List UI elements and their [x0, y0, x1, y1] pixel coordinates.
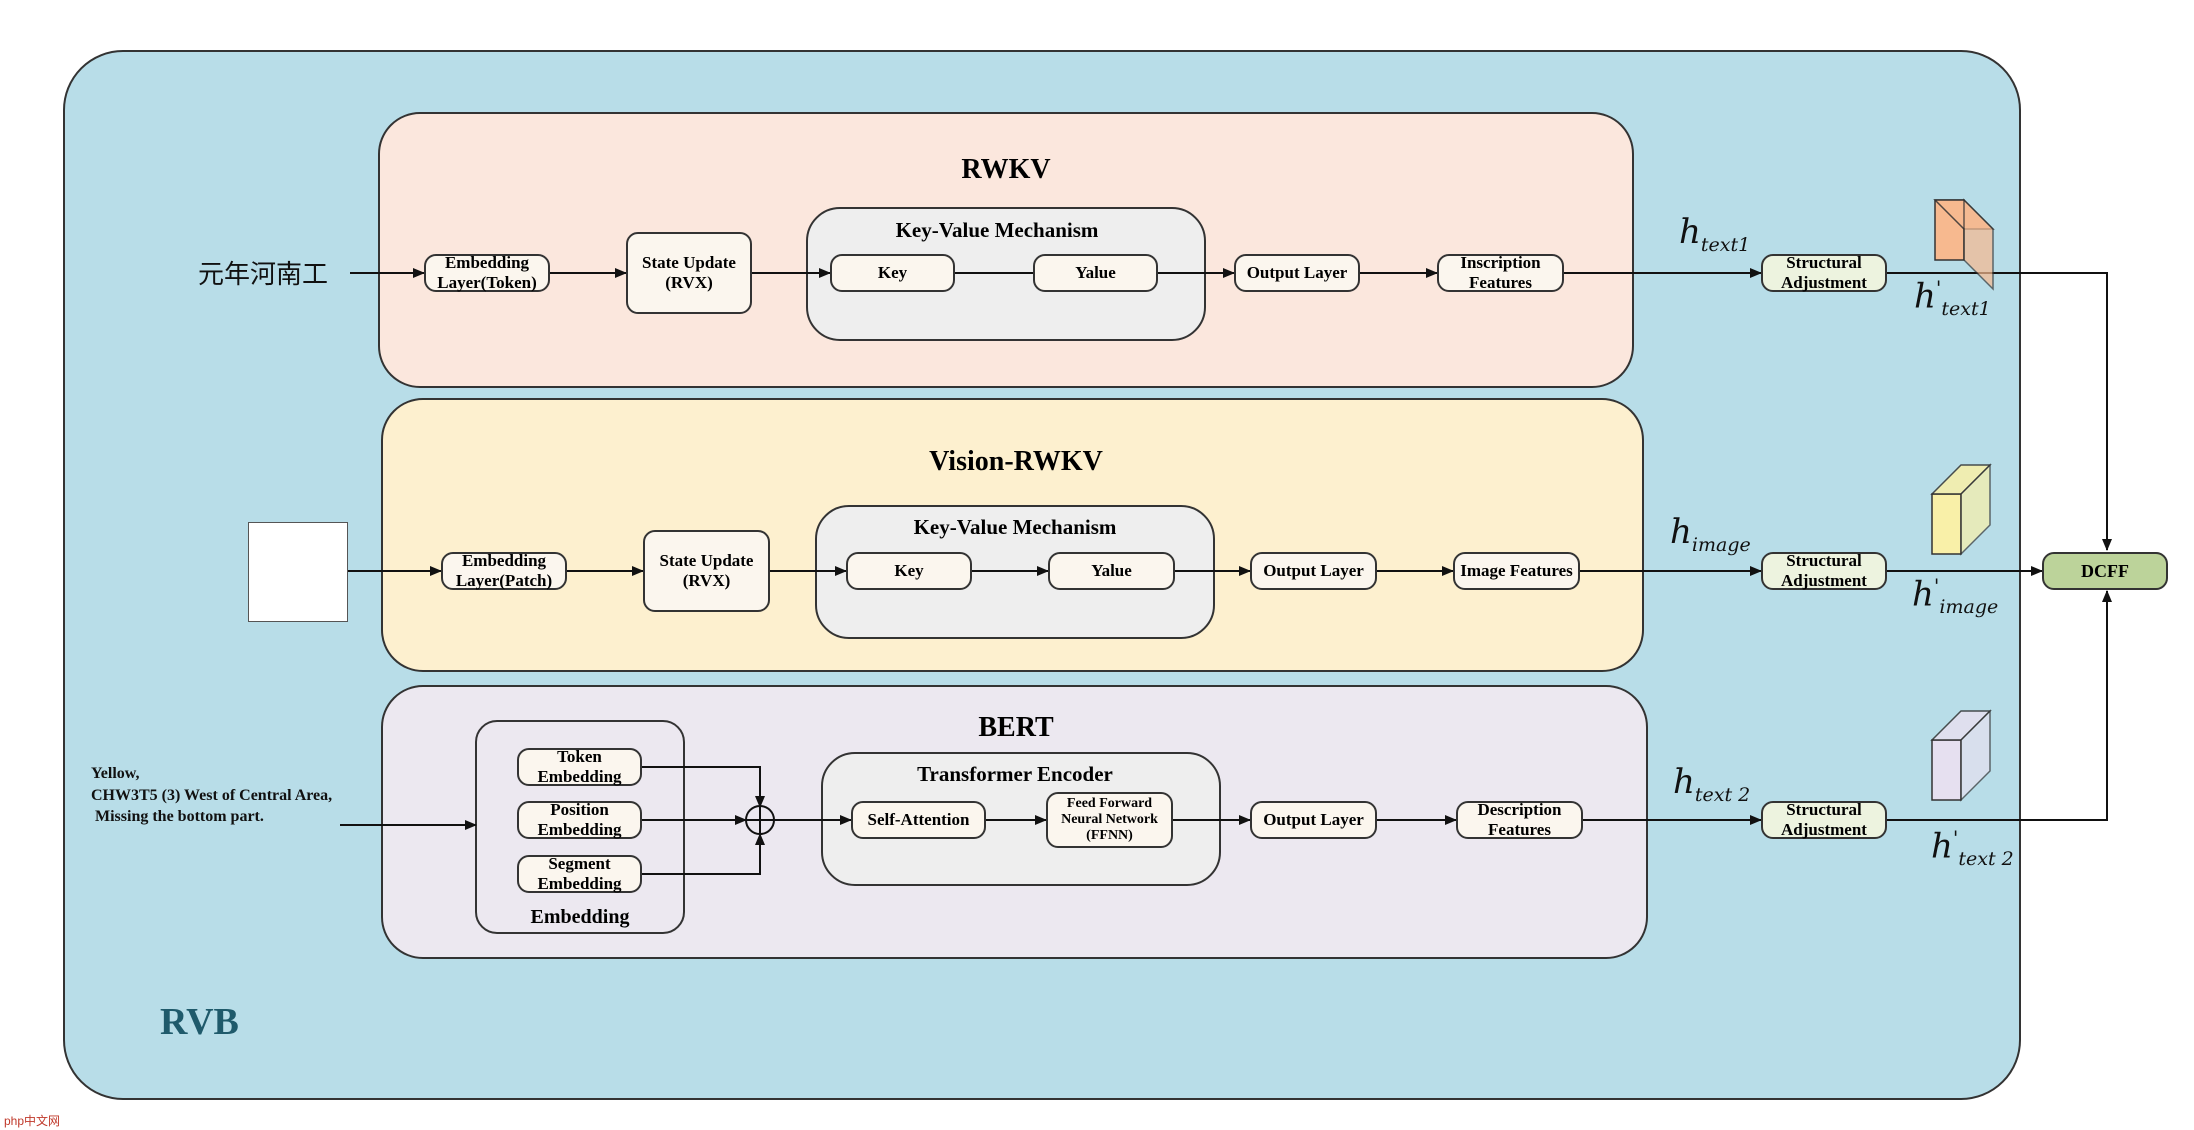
embedding-layer-patch: Embedding Layer(Patch)	[441, 551, 567, 590]
embedding-group-title: Embedding	[530, 906, 630, 928]
token-embedding: Token Embedding	[517, 747, 642, 786]
h-text1-label: htext1	[1679, 212, 1751, 256]
vision-rwkv-title: Vision-RWKV	[929, 446, 1103, 477]
cube-text1-icon	[1933, 198, 1995, 291]
dcff-fusion: DCFF	[2042, 552, 2168, 590]
rwkv-kv-title: Key-Value Mechanism	[895, 218, 1099, 242]
structural-adjustment-text1: Structural Adjustment	[1761, 253, 1887, 292]
transformer-encoder-title: Transformer Encoder	[917, 762, 1113, 786]
self-attention: Self-Attention	[851, 801, 986, 839]
h-prime-text2-label: h'text 2	[1931, 826, 2014, 871]
watermark: php中文网	[4, 1114, 61, 1128]
structural-adjustment-image: Structural Adjustment	[1761, 551, 1887, 590]
h-prime-text1-label: h'text1	[1914, 276, 1991, 321]
feed-forward-network: Feed Forward Neural Network (FFNN)	[1046, 792, 1173, 848]
image-features: Image Features	[1453, 552, 1580, 590]
inscription-input-text: 元年河南工	[198, 260, 329, 289]
structural-adjustment-text2: Structural Adjustment	[1761, 800, 1887, 839]
arrow-segment-to-sum	[642, 833, 765, 875]
state-update-rwkv: State Update (RVX)	[626, 232, 752, 314]
arrow-text1-to-dcff	[1887, 272, 2112, 551]
output-layer-bert: Output Layer	[1250, 801, 1377, 839]
image-input-frame	[248, 522, 348, 622]
h-text2-label: htext 2	[1673, 762, 1751, 806]
description-features: Description Features	[1456, 800, 1583, 839]
h-image-label: himage	[1670, 512, 1751, 556]
rwkv-title: RWKV	[961, 154, 1051, 185]
key-box-vision: Key	[846, 552, 972, 590]
value-box-vision: Yalue	[1048, 552, 1175, 590]
description-input-text: Yellow, CHW3T5 (3) West of Central Area,…	[91, 765, 333, 826]
key-box-rwkv: Key	[830, 254, 955, 292]
output-layer-vision: Output Layer	[1250, 552, 1377, 590]
cube-image-icon	[1930, 463, 1992, 556]
cube-text2-icon	[1930, 709, 1992, 802]
bert-title: BERT	[978, 712, 1054, 743]
rvb-label: RVB	[160, 1001, 239, 1043]
embedding-layer-token: Embedding Layer(Token)	[424, 253, 550, 292]
vision-kv-title: Key-Value Mechanism	[913, 515, 1117, 539]
arrow-token-to-sum	[642, 766, 765, 808]
inscription-features: Inscription Features	[1437, 253, 1564, 292]
h-prime-image-label: h'image	[1912, 574, 1999, 619]
output-layer-rwkv: Output Layer	[1234, 254, 1360, 292]
position-embedding: Position Embedding	[517, 800, 642, 839]
value-box-rwkv: Yalue	[1033, 254, 1158, 292]
state-update-vision: State Update (RVX)	[643, 530, 770, 612]
arrow-text2-to-dcff	[1887, 590, 2112, 821]
segment-embedding: Segment Embedding	[517, 854, 642, 893]
